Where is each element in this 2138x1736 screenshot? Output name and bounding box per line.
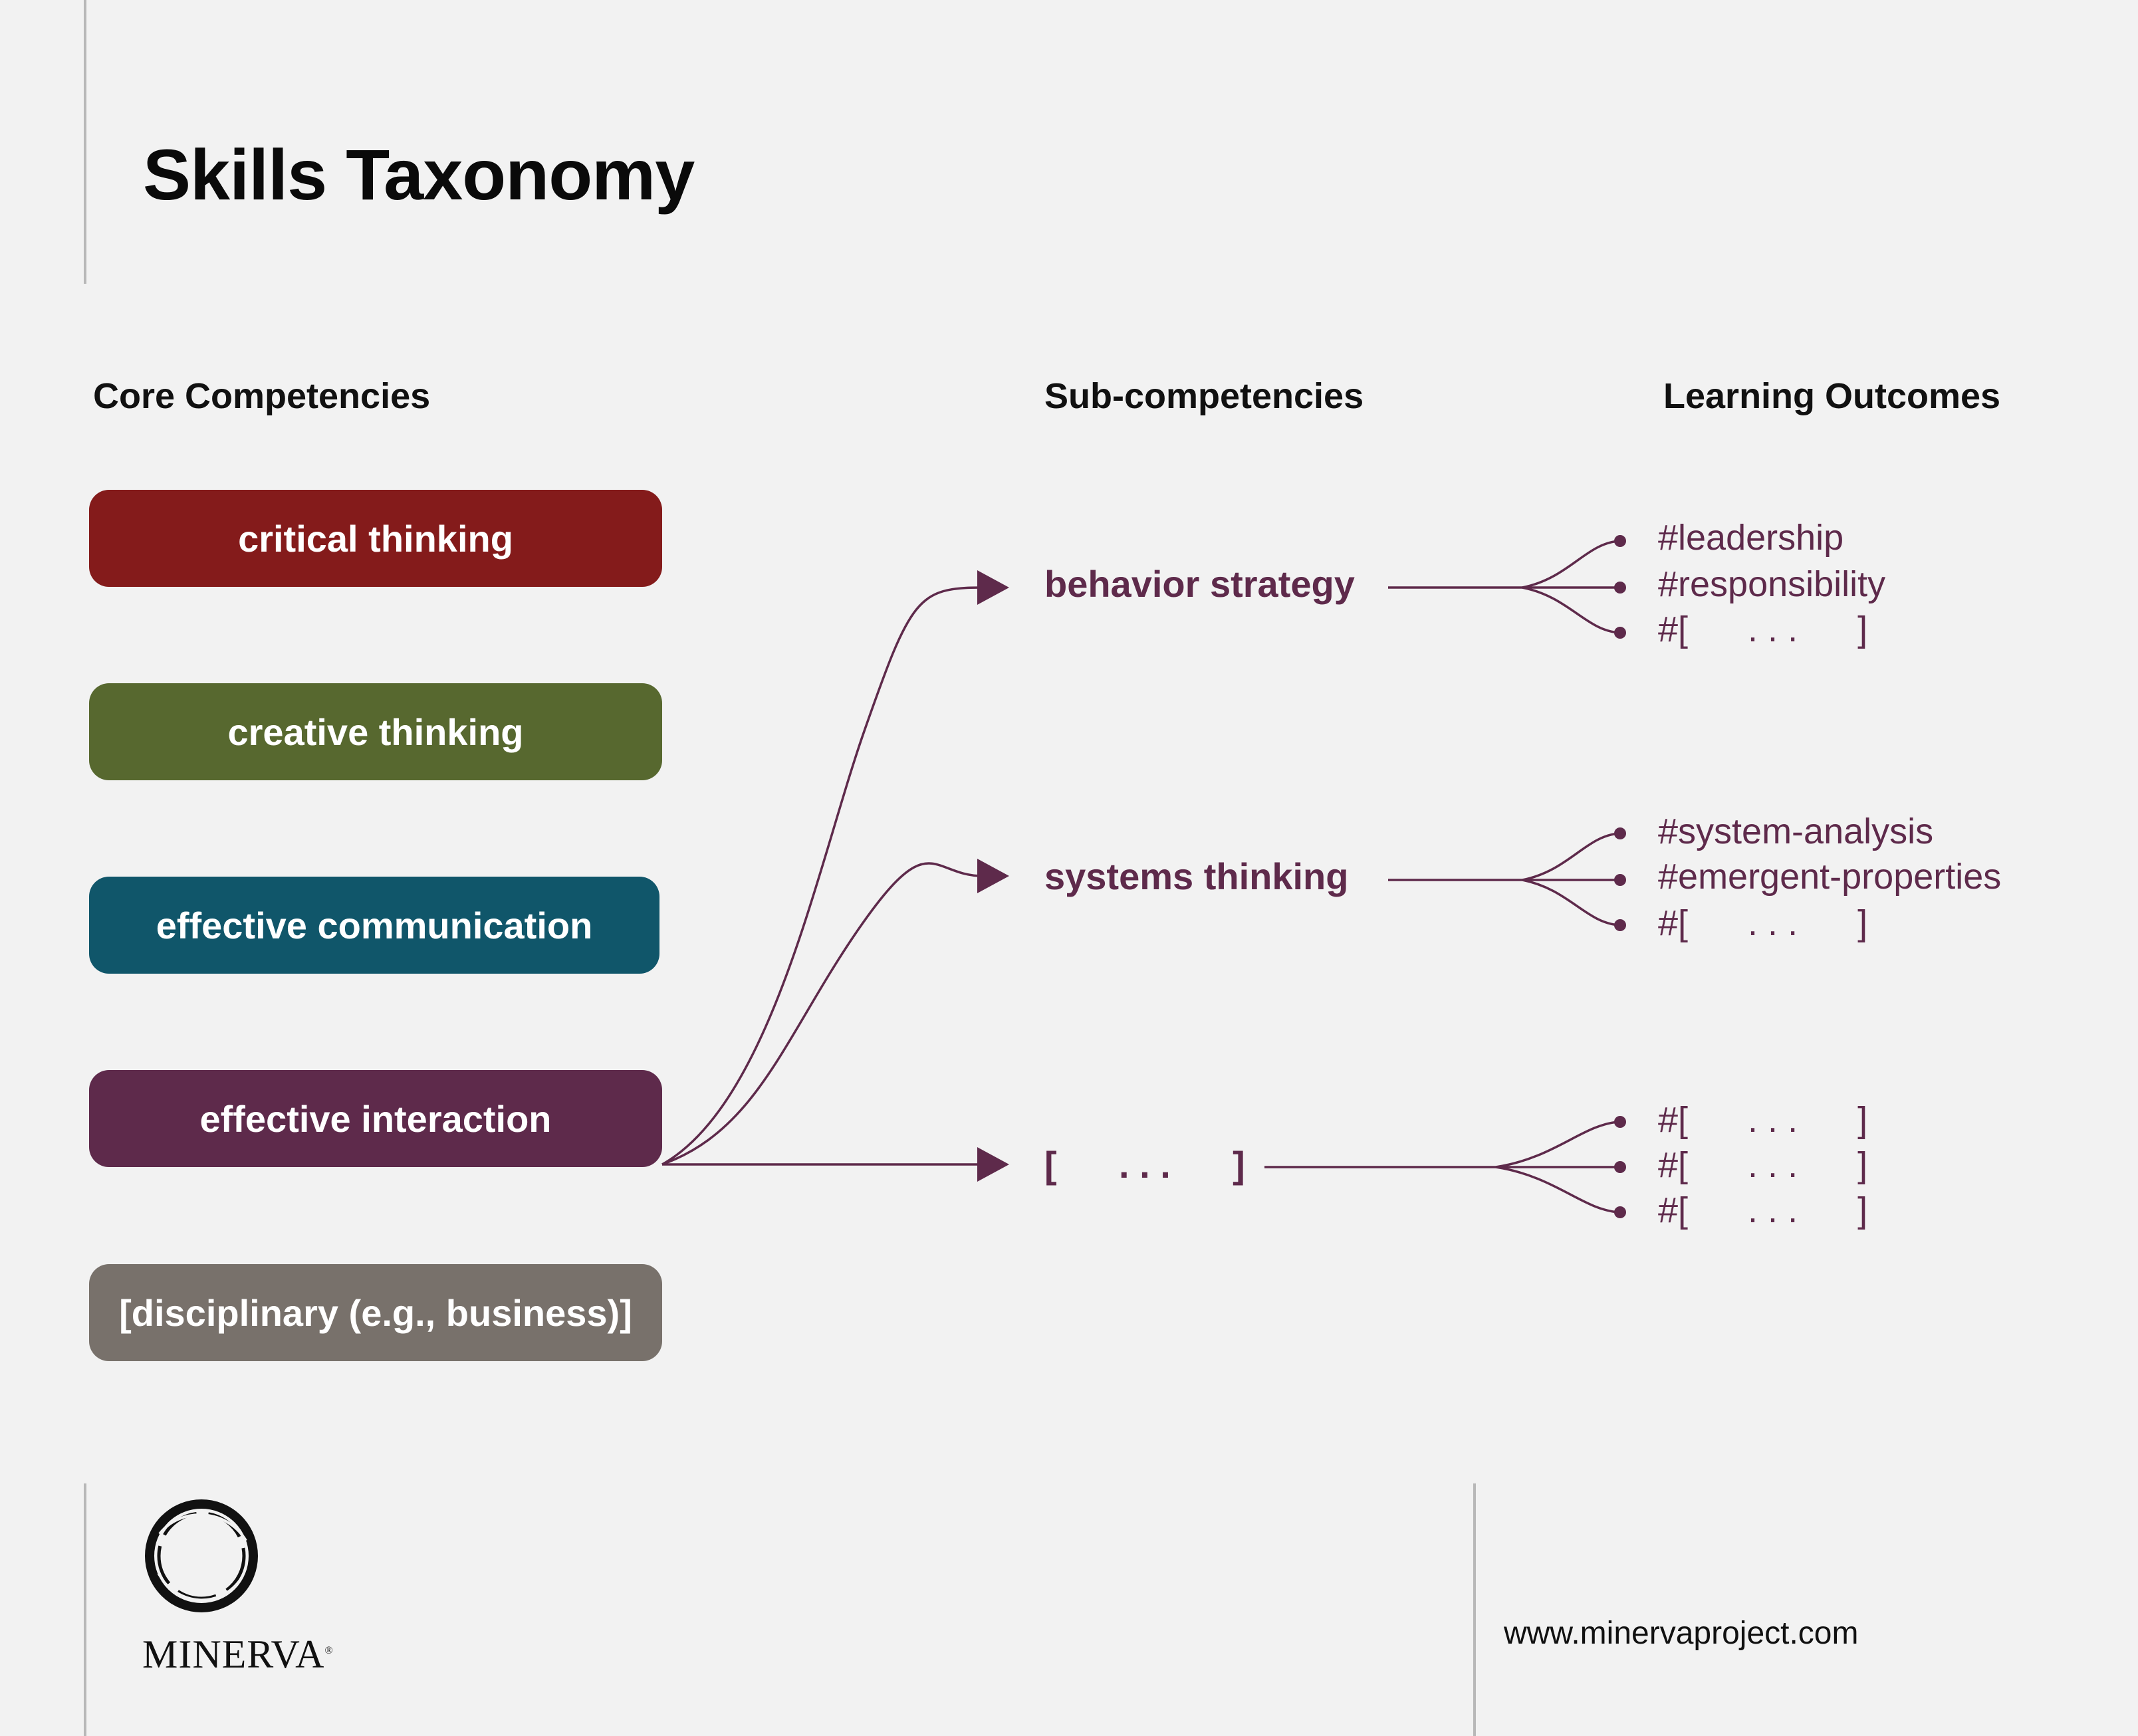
core-pill-effective-communication: effective communication	[89, 877, 659, 974]
connector-interaction-to-systems	[661, 862, 983, 1166]
page-title: Skills Taxonomy	[143, 134, 695, 215]
sub-competency-behavior-strategy: behavior strategy	[1044, 563, 1355, 605]
registered-mark: ®	[324, 1645, 334, 1656]
core-pill-creative-thinking: creative thinking	[89, 683, 662, 780]
outcome-leadership: #leadership	[1658, 518, 1844, 558]
outcome-dot	[1614, 627, 1626, 639]
minerva-ring-icon	[145, 1499, 258, 1612]
outcome-dot	[1614, 535, 1626, 547]
arrowhead-systems	[977, 859, 1009, 893]
outcome-responsibility: #responsibility	[1658, 564, 1886, 604]
minerva-wordmark: MINERVA®	[142, 1632, 334, 1678]
outcome-dot	[1614, 827, 1626, 839]
connector-systems-outcome-3	[1522, 879, 1619, 926]
outcome-dot	[1614, 919, 1626, 931]
core-pill-label: creative thinking	[227, 710, 524, 753]
outcome-dot	[1614, 1206, 1626, 1218]
connector-placeholder-outcome-3	[1495, 1166, 1619, 1214]
outcome-system-analysis: #system-analysis	[1658, 812, 1934, 851]
top-left-rule	[84, 0, 86, 284]
column-header-sub: Sub-competencies	[1044, 376, 1364, 416]
outcome-placeholder: #[ . . . ]	[1658, 1190, 1868, 1230]
sub-competency-placeholder: [ . . . ]	[1044, 1144, 1245, 1186]
connector-behavior-outcome-3	[1522, 586, 1619, 634]
brand-name: MINERVA	[142, 1632, 325, 1676]
core-pill-label: effective communication	[156, 904, 593, 946]
sub-competency-systems-thinking: systems thinking	[1044, 855, 1349, 897]
outcome-dot	[1614, 1161, 1626, 1173]
column-header-core: Core Competencies	[93, 376, 431, 416]
footer-url[interactable]: www.minervaproject.com	[1504, 1616, 1859, 1651]
outcome-dot	[1614, 1116, 1626, 1128]
outcome-placeholder: #[ . . . ]	[1658, 1100, 1868, 1140]
arrowhead-placeholder	[977, 1147, 1009, 1182]
outcome-dot	[1614, 874, 1626, 886]
outcome-placeholder: #[ . . . ]	[1658, 609, 1868, 649]
connector-systems-outcome-1	[1522, 832, 1619, 881]
connector-interaction-to-behavior	[661, 586, 983, 1166]
outcome-placeholder: #[ . . . ]	[1658, 903, 1868, 943]
core-pill-label: [disciplinary (e.g., business)]	[119, 1291, 632, 1334]
connector-placeholder-outcome-1	[1495, 1121, 1619, 1168]
outcome-emergent-properties: #emergent-properties	[1658, 857, 2002, 897]
outcome-placeholder: #[ . . . ]	[1658, 1145, 1868, 1185]
outcome-dot	[1614, 582, 1626, 594]
core-pill-disciplinary: [disciplinary (e.g., business)]	[89, 1264, 662, 1361]
arrowhead-behavior	[977, 570, 1009, 605]
core-pill-label: critical thinking	[238, 517, 513, 560]
bottom-right-rule	[1473, 1483, 1476, 1736]
connector-behavior-outcome-1	[1522, 540, 1619, 589]
core-pill-effective-interaction: effective interaction	[89, 1070, 662, 1167]
core-pill-critical-thinking: critical thinking	[89, 490, 662, 587]
core-pill-label: effective interaction	[199, 1097, 552, 1140]
bottom-left-rule	[84, 1483, 86, 1736]
column-header-outcomes: Learning Outcomes	[1663, 376, 2001, 416]
